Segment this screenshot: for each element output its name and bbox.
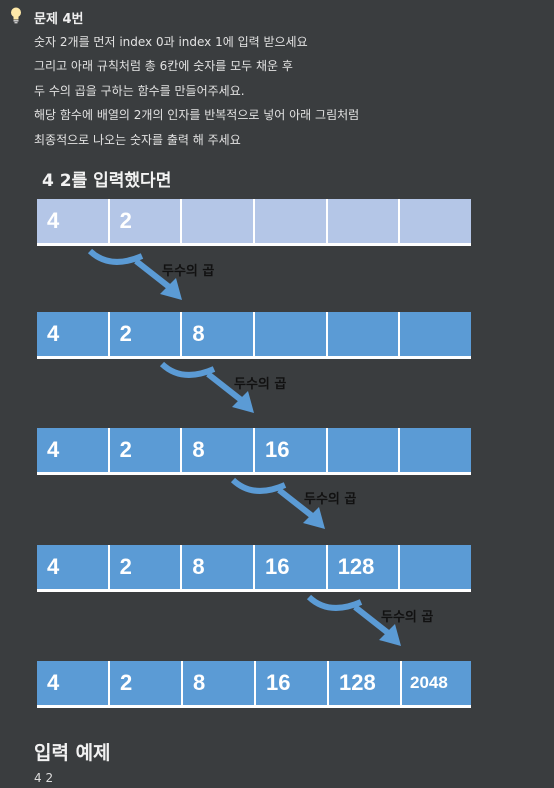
instruction-line: 그리고 아래 규칙처럼 총 6칸에 숫자를 모두 채운 후 <box>34 59 293 74</box>
arrow-label: 두수의 곱 <box>162 264 215 279</box>
input-example-heading: 입력 예제 <box>34 742 111 764</box>
array-cell: 4 <box>37 661 108 705</box>
callout-instructions: 숫자 2개를 먼저 index 0과 index 1에 입력 받으세요 그리고 … <box>34 30 359 152</box>
array-row-2: 4 2 8 <box>37 312 472 359</box>
instruction-line: 최종적으로 나오는 숫자를 출력 해 주세요 <box>34 132 241 147</box>
instruction-line: 해당 함수에 배열의 2개의 인자를 반복적으로 넣어 아래 그림처럼 <box>34 108 360 123</box>
array-cell: 8 <box>180 545 254 589</box>
array-cell: 8 <box>180 312 254 356</box>
multiply-arrow-icon <box>307 594 401 646</box>
array-row-1: 4 2 <box>37 199 472 246</box>
array-cell <box>325 312 399 356</box>
arrow-label: 두수의 곱 <box>381 610 434 625</box>
array-cell: 4 <box>37 312 108 356</box>
array-cell <box>253 199 326 243</box>
callout-title: 문제 4번 <box>34 12 84 27</box>
input-example-value: 4 2 <box>34 771 54 785</box>
array-cell <box>325 428 399 472</box>
array-cell: 8 <box>180 428 254 472</box>
array-cell <box>398 428 472 472</box>
instruction-line: 숫자 2개를 먼저 index 0과 index 1에 입력 받으세요 <box>34 35 308 49</box>
array-cell <box>253 312 326 356</box>
multiply-arrow-icon <box>231 477 325 529</box>
multiply-arrow-icon <box>88 248 182 300</box>
array-cell <box>398 312 472 356</box>
array-cell: 2048 <box>400 661 471 705</box>
lightbulb-icon <box>11 7 21 24</box>
array-cell: 4 <box>37 428 108 472</box>
array-cell: 2 <box>108 661 181 705</box>
array-row-3: 4 2 8 16 <box>37 428 472 475</box>
arrow-label: 두수의 곱 <box>234 377 287 392</box>
array-cell: 16 <box>253 545 326 589</box>
array-cell: 4 <box>37 545 108 589</box>
arrow-label: 두수의 곱 <box>304 492 357 507</box>
array-cell: 2 <box>107 199 181 243</box>
instruction-line: 두 수의 곱을 구하는 함수를 만들어주세요. <box>34 83 245 98</box>
array-cell: 2 <box>107 428 181 472</box>
array-cell <box>325 199 399 243</box>
array-cell <box>180 199 254 243</box>
array-cell <box>398 199 472 243</box>
array-cell: 128 <box>327 661 400 705</box>
array-cell: 2 <box>107 545 181 589</box>
array-cell <box>398 545 472 589</box>
array-row-4: 4 2 8 16 128 <box>37 545 472 592</box>
array-cell: 2 <box>107 312 181 356</box>
array-cell: 4 <box>37 199 108 243</box>
diagram-heading: 4 2를 입력했다면 <box>42 171 172 191</box>
array-cell: 16 <box>253 428 326 472</box>
array-row-5: 4 2 8 16 128 2048 <box>37 661 471 708</box>
array-cell: 128 <box>325 545 399 589</box>
multiply-arrow-icon <box>160 361 254 413</box>
array-cell: 16 <box>254 661 327 705</box>
array-cell: 8 <box>181 661 254 705</box>
